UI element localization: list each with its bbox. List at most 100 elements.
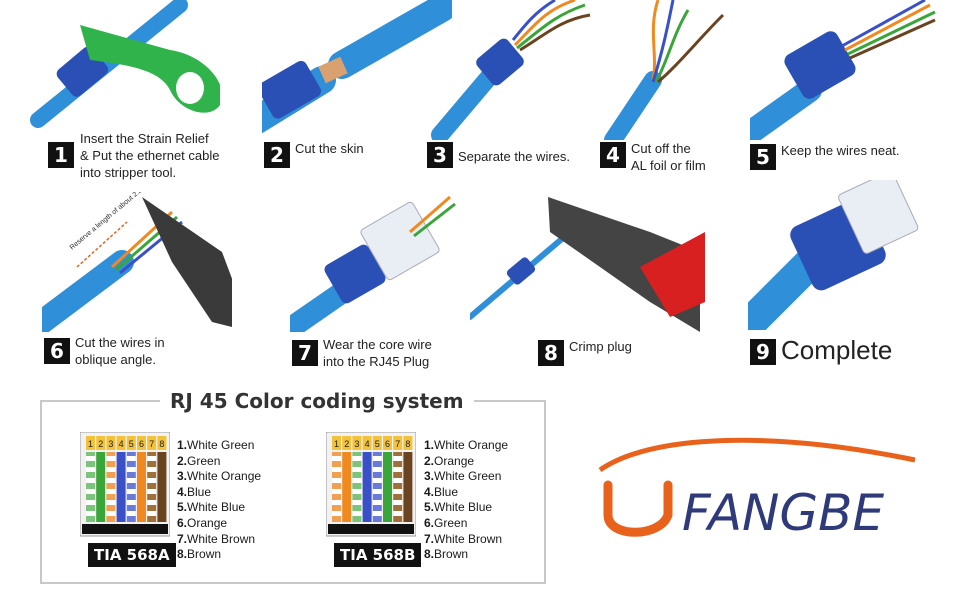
step-6-number: 6 <box>44 338 70 364</box>
tia-568a-wire-stripe <box>147 500 157 505</box>
step-3-illustration <box>431 0 591 140</box>
tia-568b-wire-stripe <box>393 489 403 494</box>
tia-568b-pin-item: 8.Brown <box>424 547 469 562</box>
tia-568a-wire-stripe <box>106 489 116 494</box>
step-4-caption: Cut off the AL foil or film <box>631 141 706 173</box>
tia-568a-wire-stripe <box>106 511 116 516</box>
tia-568b-wire-stripe <box>372 478 382 483</box>
tia-568a-wire-stripe <box>147 478 157 483</box>
tia-568b-pin-item: 4.Blue <box>424 484 459 499</box>
tia-568b-wire-stripe <box>332 456 341 461</box>
tia-568a-wire-stripe <box>86 456 95 461</box>
tia-568a-wire-stripe <box>106 478 116 483</box>
tia-568a-wire-stripe <box>126 489 136 494</box>
tia-568a-wire-stripe <box>147 489 157 494</box>
tia-568b-pin-7 <box>393 436 403 450</box>
tia-568a-wire-stripe <box>86 489 95 494</box>
tia-568b-pin-number: 7 <box>395 439 400 449</box>
step-3-caption: Separate the wires. <box>458 149 571 164</box>
step-8-illustration <box>470 197 705 332</box>
step-5-number: 5 <box>750 144 776 170</box>
step-1-number: 1 <box>48 142 74 168</box>
tia-568a-pin-6 <box>137 436 146 450</box>
step-3: 3 Separate the wires. <box>425 0 615 180</box>
step-4: 4 Cut off the AL foil or film <box>598 0 788 180</box>
tia-568b-wire-3 <box>352 452 362 522</box>
tia-568b-wire-stripe <box>372 489 382 494</box>
tia-568b-wire-stripe <box>332 511 341 516</box>
tia-568b-wire-4 <box>362 452 372 522</box>
brand-name: FANGBE <box>682 484 884 540</box>
tia-568a-pin-5 <box>126 436 136 450</box>
tia-568a-pin-4 <box>116 436 126 450</box>
tia-568a-label: TIA 568A <box>88 543 176 567</box>
tia-568b-pin-number: 1 <box>334 439 339 449</box>
tia-568a-pin-number: 8 <box>159 439 164 449</box>
fangbe-logo: FANGBE <box>598 437 916 540</box>
tia-568b-pin-number: 4 <box>365 439 370 449</box>
step-5: 5 Keep the wires neat. <box>750 0 940 180</box>
tia-568b-pin-3 <box>352 436 362 450</box>
tia-568b-pin-item: 5.White Blue <box>424 500 493 515</box>
tia-568a-pin-item: 1.White Green <box>177 438 255 452</box>
step-8-number: 8 <box>538 340 564 366</box>
step-2-illustration <box>262 0 452 133</box>
tia-568b-wire-stripe <box>372 467 382 472</box>
tia-568a-wire-stripe <box>86 478 95 483</box>
tia-568a-pin-number: 4 <box>119 439 124 449</box>
tia-568a-pin-number: 5 <box>129 439 134 449</box>
step-7: 7 Wear the core wire into the RJ45 Plug <box>290 192 480 372</box>
tia-568a-wire-stripe <box>147 456 157 461</box>
tia-568a-pin-number: 6 <box>139 439 144 449</box>
tia-568a-wire-stripe <box>126 467 136 472</box>
tia-568a-pin-item: 2.Green <box>177 453 221 468</box>
tia-568b-pin-4 <box>362 436 372 450</box>
tia-568a-pin-number: 3 <box>108 439 113 449</box>
tia-568a-wire-stripe <box>126 478 136 483</box>
tia-568a-wire-7 <box>147 452 157 522</box>
tia-568a-wire-5 <box>126 452 136 522</box>
tia-568a-pin-1 <box>86 436 95 450</box>
tia-568b-wire-7 <box>393 452 403 522</box>
tia-568b-wire-stripe <box>372 456 382 461</box>
step-7-illustration <box>290 195 456 332</box>
step-6-caption: Cut the wires in oblique angle. <box>75 335 165 367</box>
tia-568a-wire-stripe <box>106 500 116 505</box>
tia-568b-pin-number: 3 <box>354 439 359 449</box>
tia-568a-wire-4 <box>116 452 126 522</box>
tia-568a-pin-item: 5.White Blue <box>177 500 246 515</box>
tia-568a-wire-stripe <box>147 467 157 472</box>
tia-568a-pin-item: 6.Orange <box>177 515 228 530</box>
tia-568a-wire-2 <box>96 452 106 522</box>
tia-568a-wire-8 <box>157 452 167 522</box>
tia-568b-pin-6 <box>383 436 392 450</box>
tia-568a-pin-3 <box>106 436 116 450</box>
tia-568b-wire-stripe <box>352 456 362 461</box>
tia-568a-wire-stripe <box>126 500 136 505</box>
tia-568b-wire-2 <box>342 452 352 522</box>
tia-568a-wire-stripe <box>147 511 157 516</box>
tia-568b-wire-5 <box>372 452 382 522</box>
step-3-number: 3 <box>427 142 453 168</box>
step-2: 2 Cut the skin <box>262 0 452 180</box>
tia-568a-pin-7 <box>147 436 157 450</box>
tia-568b-pin-2 <box>342 436 352 450</box>
tia-568b-pin-number: 8 <box>405 439 410 449</box>
step-9: 9 Complete <box>748 180 938 365</box>
step-9-caption: Complete <box>781 335 893 365</box>
step-1-illustration <box>30 0 220 128</box>
tia-568a-wire-3 <box>106 452 116 522</box>
tia-568b-wire-6 <box>383 452 392 522</box>
step-9-number: 9 <box>750 339 776 365</box>
tia-568a-wire-stripe <box>126 511 136 516</box>
tia-568b-pin-item: 2.Orange <box>424 453 475 468</box>
tia-568b-pin-number: 2 <box>344 439 349 449</box>
step-8: 8 Crimp plug <box>470 192 705 372</box>
step-1: 1 Insert the Strain Relief & Put the eth… <box>30 0 220 180</box>
step-6: Reserve a length of about 2.5cm 6 Cut th… <box>42 192 232 372</box>
tia-568a-wire-stripe <box>86 467 95 472</box>
tia-568b-wire-stripe <box>393 511 403 516</box>
